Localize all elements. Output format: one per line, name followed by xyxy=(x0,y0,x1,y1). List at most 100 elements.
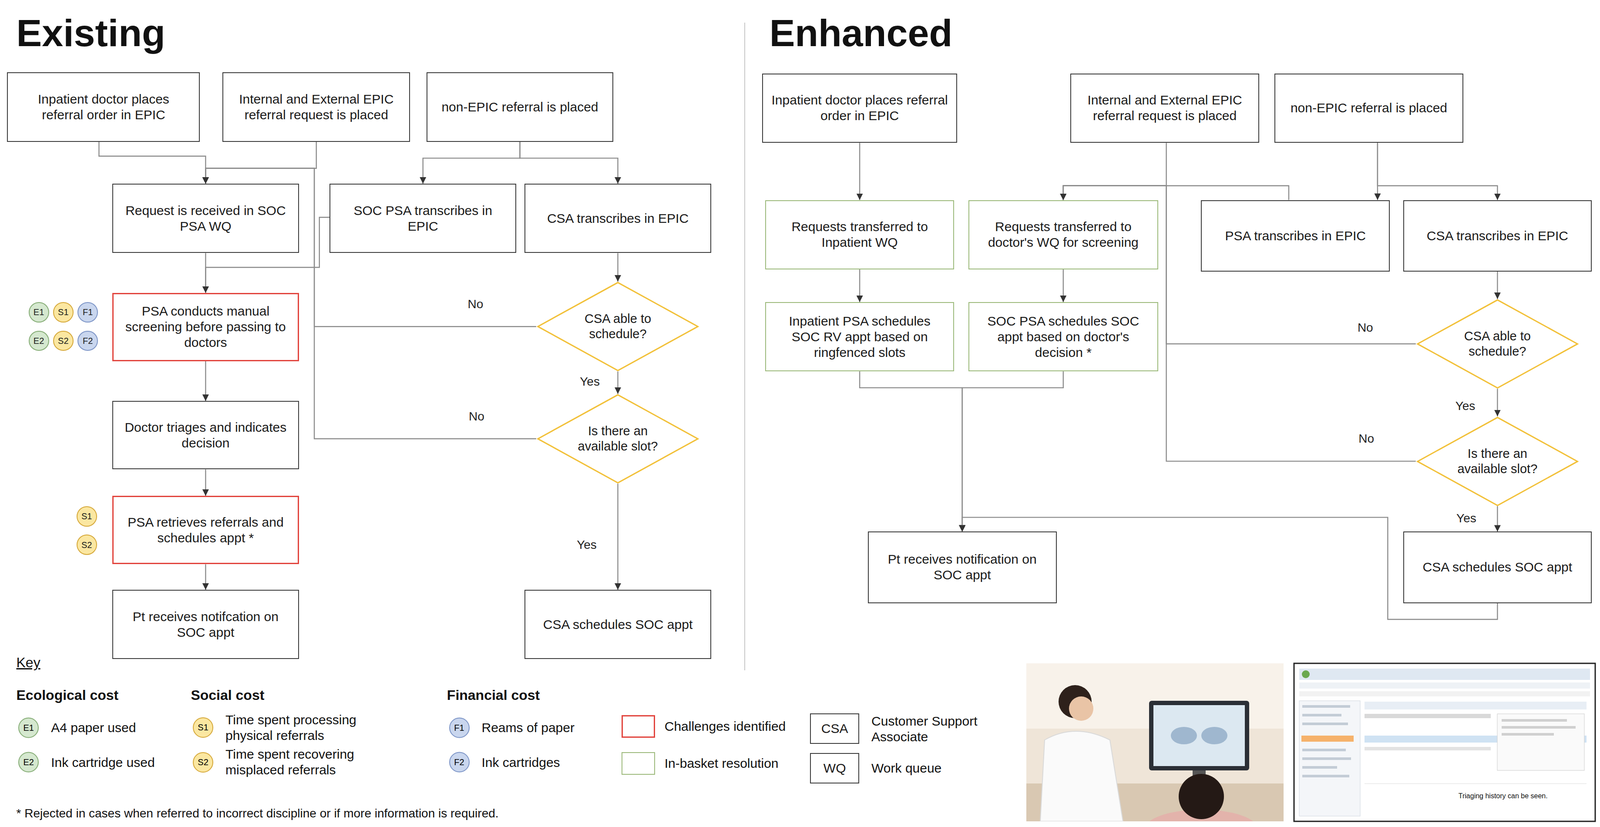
edge-label: Yes xyxy=(574,537,599,552)
flow-connector xyxy=(1496,271,1498,300)
process-box: Inpatient doctor places referral order i… xyxy=(6,72,200,142)
callout-number: S1 xyxy=(197,722,209,733)
flow-connector xyxy=(859,142,861,200)
flow-connector xyxy=(1377,142,1498,200)
epic-screenshot-part xyxy=(1501,719,1567,722)
flow-connector xyxy=(205,361,206,401)
node-text: SOC PSA schedules SOC appt based on doct… xyxy=(977,313,1150,361)
node-text: Is there an available slot? xyxy=(566,423,670,454)
legend-text: Challenges identified xyxy=(664,718,787,735)
process-box: non-EPIC referral is placed xyxy=(1274,73,1464,143)
node-text: E1 xyxy=(33,306,44,318)
legend-swatch: E2 xyxy=(18,752,39,773)
edge-label: No xyxy=(466,409,487,424)
callout-circle: S2 xyxy=(53,330,74,352)
diamond-shape xyxy=(1417,417,1578,506)
challenge-box: PSA retrieves referrals and schedules ap… xyxy=(112,495,300,565)
clinic-photo-part xyxy=(1153,705,1245,767)
flow-connector xyxy=(423,141,521,184)
diamond-outline xyxy=(536,393,700,484)
footnote: * Rejected in cases when referred to inc… xyxy=(16,806,499,821)
abbreviation-box: CSA xyxy=(810,713,860,744)
key-label: Triaging history can be seen. xyxy=(1457,791,1550,800)
legend-swatch: F1 xyxy=(449,717,470,738)
edge-label: Yes xyxy=(577,374,602,389)
flow-connector xyxy=(859,371,963,532)
epic-screenshot-part xyxy=(1364,701,1587,710)
epic-screenshot-part xyxy=(1501,732,1554,736)
clinic-photo-part xyxy=(1040,731,1123,822)
legend-item: F2Ink cartridges xyxy=(449,752,561,773)
node-text: CSA able to schedule? xyxy=(1445,328,1549,360)
legend-swatch: E1 xyxy=(18,717,39,738)
node-text: PSA retrieves referrals and schedules ap… xyxy=(121,514,290,546)
node-text: Requests transferred to doctor's WQ for … xyxy=(977,218,1150,251)
node-text: Internal and External EPIC referral requ… xyxy=(1078,92,1251,124)
flow-connector xyxy=(205,141,316,184)
process-box: CSA schedules SOC appt xyxy=(1403,531,1593,603)
clinic-photo-part xyxy=(1149,700,1250,771)
process-box: CSA schedules SOC appt xyxy=(524,589,712,659)
epic-screenshot-part xyxy=(1294,663,1596,822)
callout-circle: E2 xyxy=(28,330,50,352)
flow-connector xyxy=(617,252,619,282)
node-text: SOC PSA transcribes in EPIC xyxy=(338,202,508,235)
in-basket-box: SOC PSA schedules SOC appt based on doct… xyxy=(968,302,1159,372)
flow-connector xyxy=(1063,142,1167,200)
epic-screenshot-part xyxy=(1302,713,1342,717)
legend-swatch: S2 xyxy=(192,752,214,773)
callout-circle: F2 xyxy=(77,330,98,352)
diamond-outline xyxy=(536,281,700,372)
decision-diamond: Is there an available slot? xyxy=(536,393,700,484)
epic-screenshot-part xyxy=(1302,766,1338,769)
node-text: Doctor triages and indicates decision xyxy=(121,419,291,451)
process-box: non-EPIC referral is placed xyxy=(426,72,614,142)
process-box: PSA transcribes in EPIC xyxy=(1200,200,1390,272)
in-basket-box: Requests transferred to doctor's WQ for … xyxy=(968,200,1159,270)
diamond-shape xyxy=(537,282,699,371)
clinic-photo xyxy=(1026,663,1284,822)
clinic-photo-part xyxy=(1201,726,1228,745)
epic-screenshot-part xyxy=(1302,705,1351,708)
legend-text: Reams of paper xyxy=(481,719,575,736)
callout-number: E2 xyxy=(23,757,34,768)
epic-screenshot-part xyxy=(1299,668,1590,680)
edge-label: No xyxy=(1356,432,1377,446)
clinic-photo-part xyxy=(1170,726,1197,745)
legend-swatch: S1 xyxy=(192,717,214,738)
flow-connector xyxy=(1496,388,1498,417)
process-box: CSA transcribes in EPIC xyxy=(524,183,712,253)
diamond-shape xyxy=(537,394,699,483)
callout-number: E1 xyxy=(23,722,34,733)
callout-number: S2 xyxy=(197,757,209,768)
epic-screenshot-part xyxy=(1497,713,1585,771)
process-box: Request is received in SOC PSA WQ xyxy=(112,183,300,253)
legend-item: Challenges identified xyxy=(621,715,787,738)
process-box: Pt receives notification on SOC appt xyxy=(867,531,1057,603)
callout-circle: S1 xyxy=(76,506,98,527)
key-label: Key xyxy=(16,654,41,671)
process-box: Internal and External EPIC referral requ… xyxy=(222,72,411,142)
node-text: S2 xyxy=(81,539,92,551)
legend-item: S1 Time spent processing physical referra… xyxy=(192,712,400,744)
section-title: Existing xyxy=(16,10,166,57)
process-box: Inpatient doctor places referral order i… xyxy=(762,73,958,143)
flow-connector xyxy=(859,269,861,303)
key-label: Work queue xyxy=(871,760,942,777)
legend-text: Time spent recovering misplaced referral… xyxy=(225,746,400,778)
node-text: CSA transcribes in EPIC xyxy=(1426,228,1569,244)
key-label: Financial cost xyxy=(447,686,540,704)
legend-text: Ink cartridge used xyxy=(50,754,155,770)
edge-label: Yes xyxy=(1454,511,1479,526)
legend-text: Time spent processing physical referrals xyxy=(225,712,400,744)
flow-connector xyxy=(1062,269,1064,303)
legend-box-sample xyxy=(621,715,656,738)
legend-text: A4 paper used xyxy=(50,719,136,736)
flow-connector xyxy=(205,469,206,496)
node-text: CSA xyxy=(821,720,849,737)
epic-screenshot-part xyxy=(1301,670,1310,679)
node-text: Internal and External EPIC referral requ… xyxy=(231,91,402,123)
clinic-photo-part xyxy=(1178,773,1224,820)
epic-screenshot xyxy=(1294,663,1596,822)
process-box: Doctor triages and indicates decision xyxy=(112,400,300,470)
